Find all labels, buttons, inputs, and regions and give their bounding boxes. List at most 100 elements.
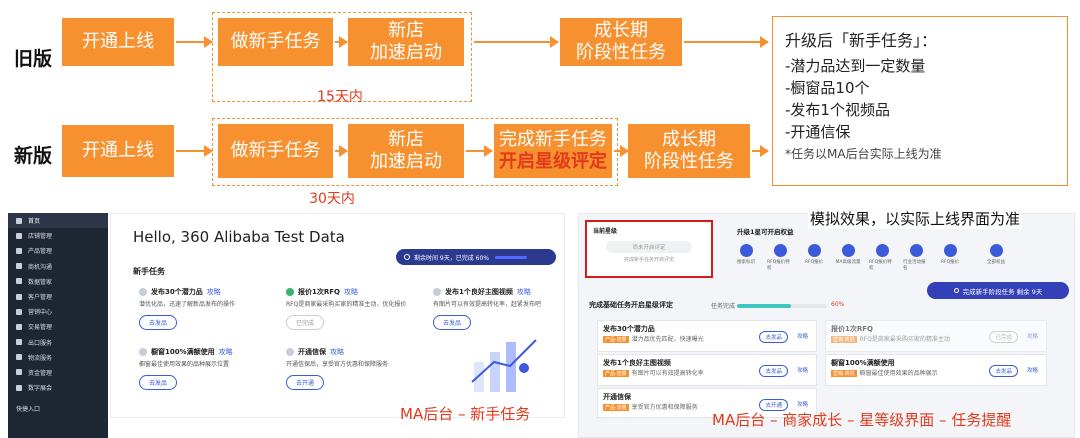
sidebar-item[interactable]: 客户管理 <box>8 289 108 304</box>
marketing-icon <box>16 309 22 315</box>
task-guide-link[interactable]: 攻略 <box>1027 332 1038 340</box>
star-level-panel: 当前星级 尚未开启评定 完成新手任务开启评定 升级1星可开启权益 搜索标识 RF… <box>578 213 1075 438</box>
task-title: 发布1个良好主图视频 <box>445 287 513 297</box>
task-tag: 产品·流量 <box>603 336 629 343</box>
finance-icon <box>16 369 22 375</box>
store-icon <box>16 233 22 239</box>
old-version-label: 旧版 <box>14 44 52 71</box>
benefit-label: RFQ报价特权 <box>767 259 793 271</box>
task-action-button[interactable]: 去发品 <box>989 365 1018 377</box>
task-desc: 开通信保后，享受官方优惠和保障服务 <box>286 360 424 369</box>
task-desc: RFQ是商家最采购买家的精准主动 <box>860 336 950 343</box>
sidebar-item[interactable]: 商机沟通 <box>8 259 108 274</box>
task-action-button[interactable]: 去发品 <box>433 315 471 330</box>
new-step-newbie-task: 做新手任务 <box>218 124 333 178</box>
benefit-item: RFQ报价 <box>937 244 963 265</box>
expo-icon <box>16 385 22 391</box>
benefit-item: RFQ报价 <box>801 244 827 265</box>
task-guide-link[interactable]: 攻略 <box>797 332 808 340</box>
new-step-open: 开通上线 <box>62 125 174 177</box>
upgrade-countdown-button[interactable]: 完成新手阶段任务 剩余 9天 <box>927 282 1069 299</box>
sidebar-item[interactable]: 营销中心 <box>8 304 108 319</box>
star-line-2: 开启星级评定 <box>499 151 607 173</box>
task-guide-link[interactable]: 攻略 <box>1027 366 1038 374</box>
task-card: 发布30个潜力品 产品·流量潜力品优先匹配，快速曝光 去发品 攻略 <box>597 320 817 352</box>
ma-newbie-panel: Hello, 360 Alibaba Test Data 剩余时间 9天，已完成… <box>110 213 565 418</box>
old-days-label: 15天内 <box>300 86 380 106</box>
benefit-icon <box>990 244 1003 257</box>
note-footnote: *任务以MA后台实际上线为准 <box>785 145 1055 162</box>
task-action-button[interactable]: 去发品 <box>759 365 788 377</box>
check-icon <box>433 288 441 296</box>
sidebar-item-home[interactable]: 首页 <box>8 213 108 228</box>
sidebar-item[interactable]: 店铺管理 <box>8 228 108 243</box>
task-title: 开通信保 <box>298 347 326 357</box>
sidebar-item-label: 数据管家 <box>28 277 52 286</box>
old-step-newbie-task: 做新手任务 <box>218 18 333 66</box>
task-action-button[interactable]: 去发品 <box>139 375 177 390</box>
benefit-icon <box>740 244 753 257</box>
arrow <box>335 150 347 152</box>
product-icon <box>16 248 22 254</box>
sidebar-item-label: 产品管理 <box>28 246 52 255</box>
task-card: 橱窗100%满额使用攻略 橱窗最佳使用效果的品种展示位置 去发品 <box>139 347 277 390</box>
note-item: -开通信保 <box>785 121 1055 143</box>
trade-icon <box>16 324 22 330</box>
task-action-button[interactable]: 去发品 <box>759 331 788 343</box>
benefit-label: RFQ报价 <box>805 259 823 265</box>
progress-value: 60% <box>831 301 844 308</box>
logistics-icon <box>16 354 22 360</box>
benefit-icon <box>808 244 821 257</box>
task-guide-link[interactable]: 攻略 <box>219 347 233 357</box>
task-desc: 享受官方优惠和保障服务 <box>632 404 698 411</box>
ma-sidebar: 首页 店铺管理 产品管理 商机沟通 数据管家 客户管理 营销中心 交易管理 出口… <box>8 213 108 438</box>
benefits-title: 升级1星可开启权益 <box>737 226 794 236</box>
current-star-box: 当前星级 尚未开启评定 完成新手任务开启评定 <box>585 220 713 278</box>
task-guide-link[interactable]: 攻略 <box>797 366 808 374</box>
sidebar-item[interactable]: 快捷入口 <box>8 401 108 416</box>
task-tag: 产品·流量 <box>603 370 629 377</box>
task-desc: 有图片可以有效提高转化率，赶紧发布吧 <box>433 300 571 309</box>
arrow <box>614 150 628 152</box>
task-card: 报价1次RFQ 营销·商机RFQ是商家最采购买家的精准主动 已完成 攻略 <box>825 320 1047 352</box>
sidebar-item[interactable]: 出口服务 <box>8 335 108 350</box>
sidebar-item[interactable]: 数据管家 <box>8 274 108 289</box>
benefit-icon <box>876 244 889 257</box>
sidebar-item[interactable]: 物流服务 <box>8 350 108 365</box>
task-title: 发布30个潜力品 <box>151 287 203 297</box>
task-section-title: 完成基础任务开启星级评定 <box>589 300 673 310</box>
sidebar-item-label: 首页 <box>28 216 40 225</box>
growth-illustration <box>466 332 546 402</box>
sidebar-item[interactable]: 交易管理 <box>8 319 108 334</box>
task-guide-link[interactable]: 攻略 <box>517 287 531 297</box>
benefit-item: MA高级流量 <box>835 244 861 265</box>
task-action-button[interactable]: 去开通 <box>286 375 324 390</box>
task-action-button[interactable]: 去发品 <box>139 315 177 330</box>
task-tag: 营销·商机 <box>831 370 857 377</box>
task-guide-link[interactable]: 攻略 <box>330 347 344 357</box>
old-step-accelerate: 新店 加速启动 <box>348 18 464 66</box>
export-icon <box>16 339 22 345</box>
benefit-label: 搜索标识 <box>737 259 755 265</box>
sidebar-item[interactable]: 数字展会 <box>8 380 108 395</box>
countdown-banner: 剩余时间 9天，已完成 60% <box>396 249 556 265</box>
note-item: -潜力品达到一定数量 <box>785 55 1055 77</box>
benefit-icon <box>944 244 957 257</box>
task-guide-link[interactable]: 攻略 <box>344 287 358 297</box>
upgrade-note-box: 升级后「新手任务」： -潜力品达到一定数量 -橱窗品10个 -发布1个视频品 -… <box>772 16 1068 186</box>
task-guide-link[interactable]: 攻略 <box>207 287 221 297</box>
task-desc: 橱窗最佳使用效果的品种展示 <box>860 370 938 377</box>
sidebar-item-label: 店铺管理 <box>28 231 52 240</box>
benefit-icon <box>910 244 923 257</box>
greeting: Hello, 360 Alibaba Test Data <box>133 228 345 246</box>
sidebar-item[interactable]: 产品管理 <box>8 243 108 258</box>
task-guide-link[interactable]: 攻略 <box>797 400 808 408</box>
data-icon <box>16 278 22 284</box>
sidebar-item[interactable]: 资金管理 <box>8 365 108 380</box>
simulation-note: 模拟效果，以实际上线界面为准 <box>808 208 1022 229</box>
task-desc: 橱窗最佳使用效果的品种展示位置 <box>139 360 277 369</box>
new-step-star-rating: 完成新手任务 开启星级评定 <box>494 124 612 178</box>
task-progress-track <box>737 304 827 308</box>
task-desc: RFQ是商家最采购买家的精准主动，优化报价 <box>286 300 424 309</box>
